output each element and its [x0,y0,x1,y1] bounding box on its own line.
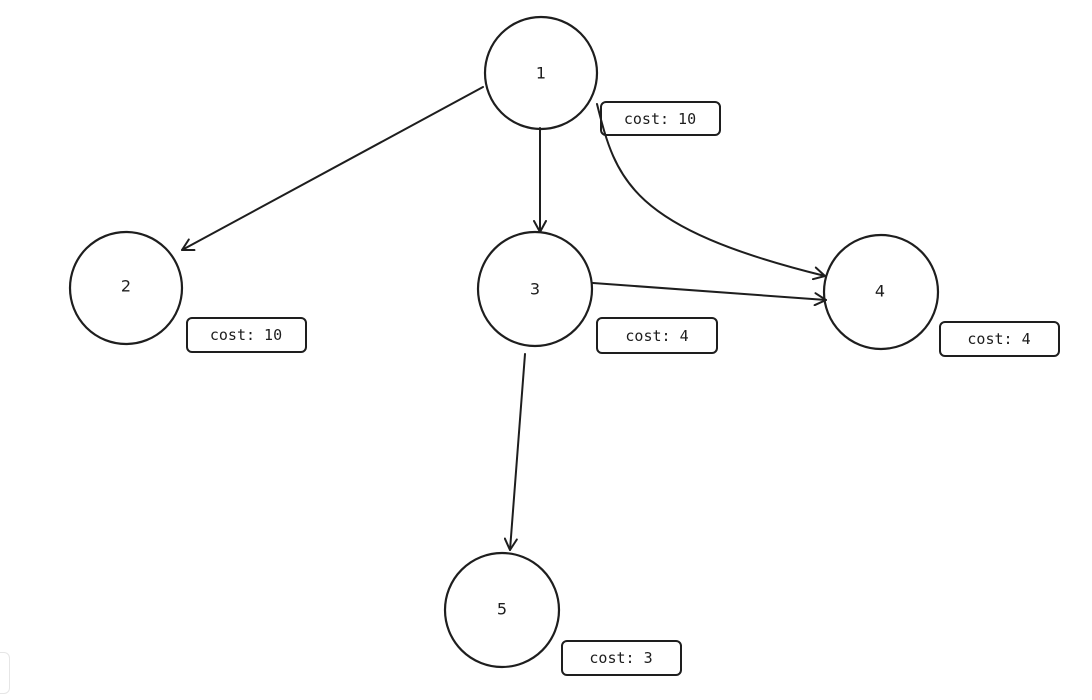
node-2-label: 2 [121,277,131,296]
node-3[interactable]: 3 [476,230,594,348]
node-2[interactable]: 2 [68,230,184,346]
node-1-label: 1 [536,64,546,83]
node-5-label: 5 [497,600,507,619]
node-1[interactable]: 1 [483,15,599,131]
side-panel-tab[interactable] [0,652,10,694]
node-3-label: 3 [530,280,540,299]
cost-tag-node-5[interactable]: cost: 3 [561,640,682,676]
cost-label-node-1: cost: 10 [624,110,696,128]
cost-tag-node-1[interactable]: cost: 10 [600,101,721,136]
cost-tag-node-3[interactable]: cost: 4 [596,317,718,354]
cost-tag-node-4[interactable]: cost: 4 [939,321,1060,357]
edge-1-to-2 [181,86,484,252]
cost-tag-node-2[interactable]: cost: 10 [186,317,307,353]
cost-label-node-3: cost: 4 [625,327,688,345]
node-4[interactable]: 4 [822,233,940,351]
node-5[interactable]: 5 [443,551,561,669]
cost-label-node-4: cost: 4 [967,330,1030,348]
cost-label-node-5: cost: 3 [589,649,652,667]
edge-3-to-4 [592,282,827,307]
node-4-label: 4 [875,282,885,301]
cost-label-node-2: cost: 10 [210,326,282,344]
edge-1-to-4 [596,103,826,281]
edge-3-to-5 [503,353,526,551]
